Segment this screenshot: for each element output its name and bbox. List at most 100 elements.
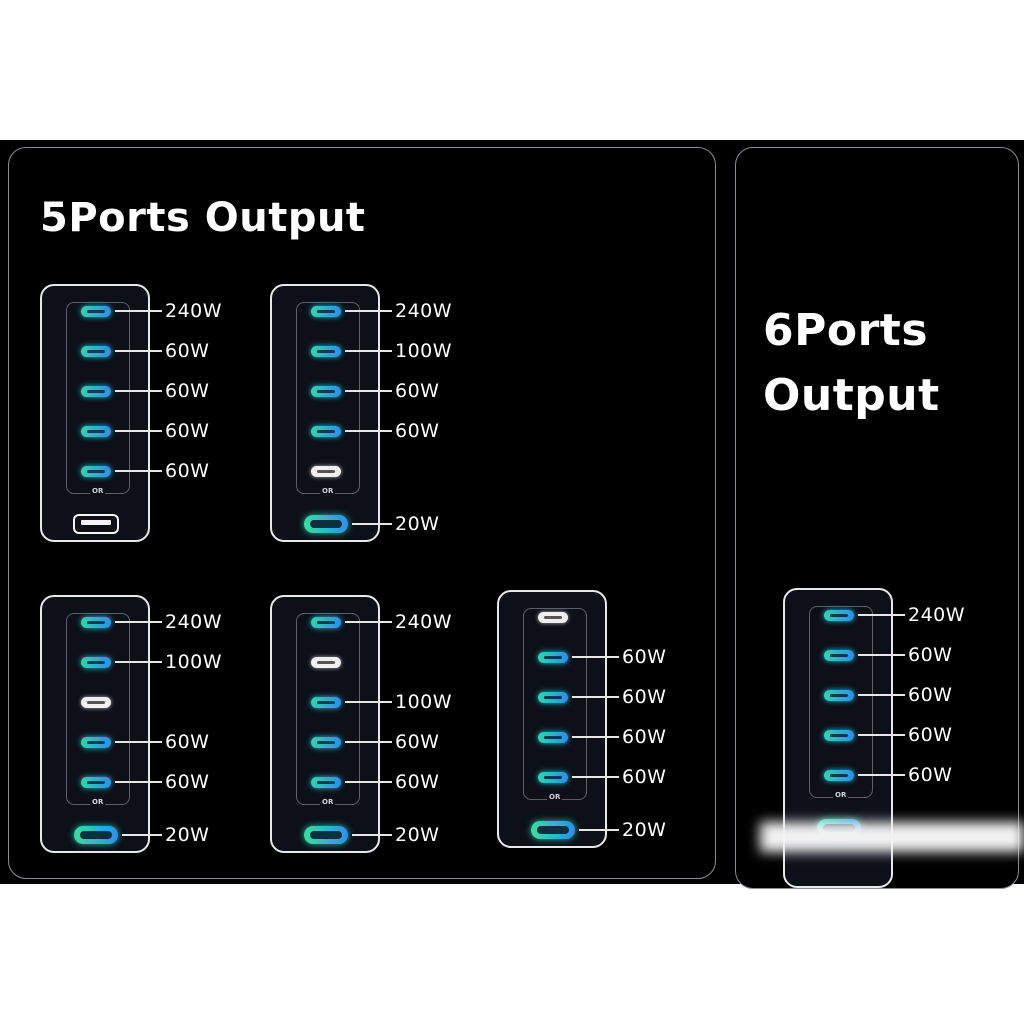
- usb-c-port-icon: [311, 305, 341, 317]
- port-wattage-label: 100W: [165, 651, 223, 673]
- leader-line: [345, 390, 392, 392]
- leader-line: [115, 390, 162, 392]
- port-wattage-label: 240W: [165, 300, 223, 322]
- port-wattage-label: 60W: [395, 771, 440, 793]
- port-wattage-label: 100W: [395, 340, 453, 362]
- leader-line: [858, 694, 905, 696]
- port-wattage-label: 60W: [622, 646, 667, 668]
- usb-c-port-icon: [81, 345, 111, 357]
- usb-c-white-port-icon: [311, 656, 341, 668]
- leader-line: [858, 654, 905, 656]
- charger-device-3: OR: [40, 595, 150, 853]
- usb-c-port-icon: [81, 736, 111, 748]
- usb-c-port-icon: [81, 465, 111, 477]
- leader-line: [345, 781, 392, 783]
- usb-c-white-port-icon: [311, 465, 341, 477]
- leader-line: [345, 701, 392, 703]
- leader-line: [572, 736, 619, 738]
- port-wattage-label: 240W: [395, 611, 453, 633]
- leader-line: [115, 430, 162, 432]
- leader-line: [858, 734, 905, 736]
- usb-c-port-icon: [538, 731, 568, 743]
- port-wattage-label: 60W: [165, 420, 210, 442]
- port-wattage-label: 60W: [165, 340, 210, 362]
- leader-line: [115, 621, 162, 623]
- usb-c-port-icon: [824, 769, 854, 781]
- port-wattage-label: 60W: [908, 724, 953, 746]
- charger-device-4: OR: [270, 595, 380, 853]
- leader-line: [572, 656, 619, 658]
- port-wattage-label: 60W: [165, 731, 210, 753]
- port-wattage-label: 100W: [395, 691, 453, 713]
- leader-line: [115, 470, 162, 472]
- leader-line: [115, 310, 162, 312]
- port-wattage-label: 60W: [395, 731, 440, 753]
- usb-c-port-icon: [538, 651, 568, 663]
- leader-line: [345, 350, 392, 352]
- port-wattage-label: 240W: [395, 300, 453, 322]
- usb-c-port-icon: [81, 425, 111, 437]
- port-wattage-label: 60W: [622, 686, 667, 708]
- leader-line: [115, 781, 162, 783]
- usb-c-port-icon: [81, 656, 111, 668]
- port-wattage-label: 20W: [165, 824, 210, 846]
- port-wattage-label: 60W: [165, 460, 210, 482]
- usb-c-large-port-icon: [304, 826, 348, 844]
- port-wattage-label: 20W: [622, 819, 667, 841]
- usb-c-port-icon: [311, 385, 341, 397]
- charger-device-2: OR: [270, 284, 380, 542]
- usb-c-port-icon: [824, 609, 854, 621]
- leader-line: [579, 829, 619, 831]
- usb-c-large-port-icon: [74, 826, 118, 844]
- leader-line: [115, 350, 162, 352]
- port-wattage-label: 20W: [395, 824, 440, 846]
- port-wattage-label: 60W: [908, 684, 953, 706]
- charger-device-5: OR: [497, 590, 607, 848]
- leader-line: [352, 834, 392, 836]
- charger-device-1: OR: [40, 284, 150, 542]
- six-ports-title-line2: Output: [763, 370, 940, 421]
- leader-line: [572, 696, 619, 698]
- or-label: OR: [547, 793, 563, 801]
- port-wattage-label: 60W: [908, 764, 953, 786]
- leader-line: [572, 776, 619, 778]
- port-wattage-label: 60W: [165, 771, 210, 793]
- usb-c-port-icon: [311, 616, 341, 628]
- leader-line: [115, 741, 162, 743]
- leader-line: [345, 621, 392, 623]
- port-wattage-label: 240W: [165, 611, 223, 633]
- leader-line: [345, 741, 392, 743]
- port-wattage-label: 60W: [622, 766, 667, 788]
- leader-line: [122, 834, 162, 836]
- usb-c-port-icon: [81, 776, 111, 788]
- usb-c-port-icon: [81, 385, 111, 397]
- usb-c-port-icon: [538, 691, 568, 703]
- port-wattage-label: 60W: [395, 420, 440, 442]
- port-wattage-label: 60W: [622, 726, 667, 748]
- usb-c-port-icon: [311, 776, 341, 788]
- leader-line: [858, 774, 905, 776]
- usb-c-port-icon: [81, 616, 111, 628]
- blurred-overlay: [760, 822, 1024, 852]
- port-wattage-label: 240W: [908, 604, 966, 626]
- or-label: OR: [90, 798, 106, 806]
- leader-line: [345, 430, 392, 432]
- or-label: OR: [320, 487, 336, 495]
- or-label: OR: [833, 791, 849, 799]
- usb-c-port-icon: [824, 729, 854, 741]
- usb-a-port-icon: [73, 514, 119, 534]
- usb-c-port-icon: [311, 736, 341, 748]
- usb-c-large-port-icon: [304, 515, 348, 533]
- or-label: OR: [90, 487, 106, 495]
- usb-c-port-icon: [824, 689, 854, 701]
- leader-line: [345, 310, 392, 312]
- usb-c-white-port-icon: [538, 611, 568, 623]
- port-wattage-label: 20W: [395, 513, 440, 535]
- port-wattage-label: 60W: [908, 644, 953, 666]
- five-ports-title: 5Ports Output: [40, 195, 366, 241]
- usb-c-port-icon: [81, 305, 111, 317]
- usb-c-port-icon: [311, 696, 341, 708]
- usb-c-port-icon: [311, 425, 341, 437]
- usb-c-port-icon: [311, 345, 341, 357]
- six-ports-title-line1: 6Ports: [763, 305, 929, 356]
